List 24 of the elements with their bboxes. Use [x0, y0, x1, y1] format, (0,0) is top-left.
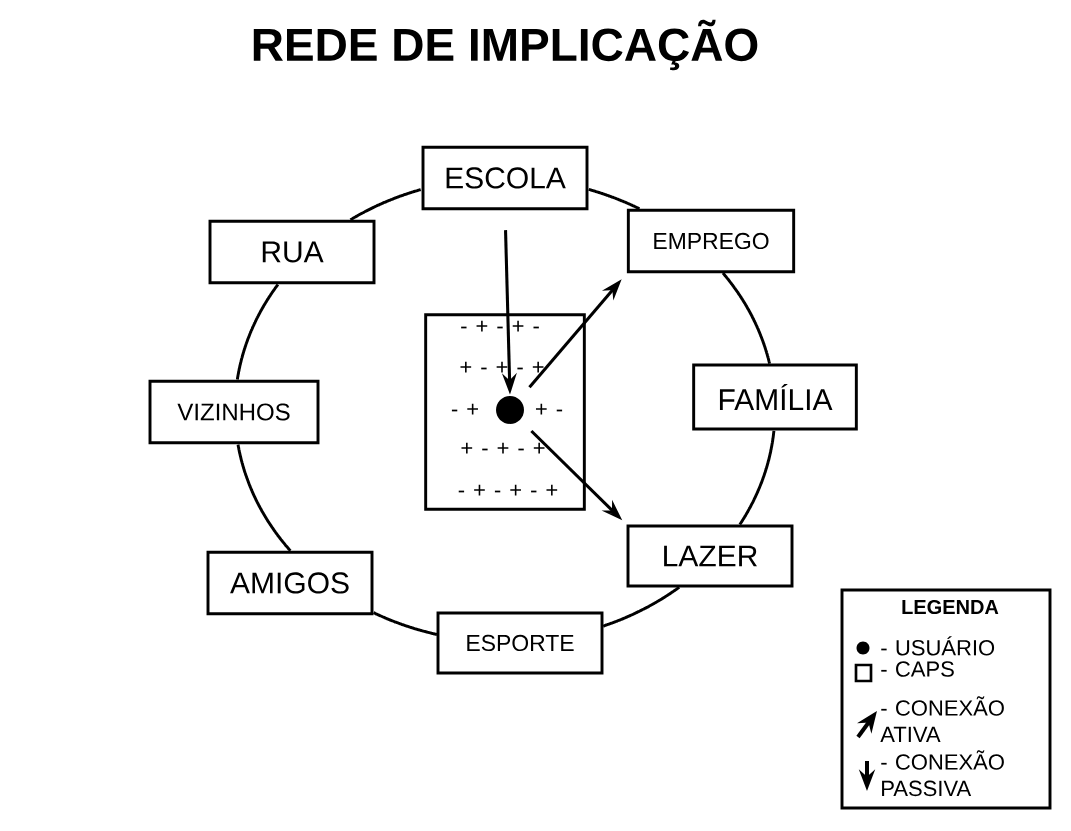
ring-arc [236, 444, 292, 552]
place-box: EMPREGO [626, 208, 796, 274]
place-box: LAZER [626, 524, 794, 588]
place-box: AMIGOS [206, 550, 374, 616]
ring-arc [372, 611, 438, 636]
legend-text: - CAPS [881, 661, 954, 677]
user-dot [496, 396, 524, 424]
place-box: ESPORTE [436, 611, 604, 675]
place-box: FAMÍLIA [692, 363, 858, 431]
legend-text: - CONEXÃO ATIVA [880, 696, 1004, 742]
ring-arc [721, 272, 772, 365]
ring-arc [602, 586, 681, 628]
legend-text: - CONEXÃO PASSIVA [881, 750, 1004, 797]
ring-arc [235, 283, 280, 381]
place-box: VIZINHOS [148, 379, 320, 445]
service-box: - + - + - + - + - + - + + - + - + - + - + - + - + [424, 313, 586, 511]
ring-arc [738, 430, 776, 526]
place-box: RUA [208, 219, 376, 285]
title: REDE DE IMPLICAÇÃO [253, 19, 758, 71]
place-box: ESCOLA [421, 145, 589, 211]
ring-arc [349, 188, 422, 222]
legend-title: LEGENDA [902, 599, 999, 615]
legend-text: - USUÁRIO [881, 636, 995, 656]
ring-arc [588, 188, 641, 211]
